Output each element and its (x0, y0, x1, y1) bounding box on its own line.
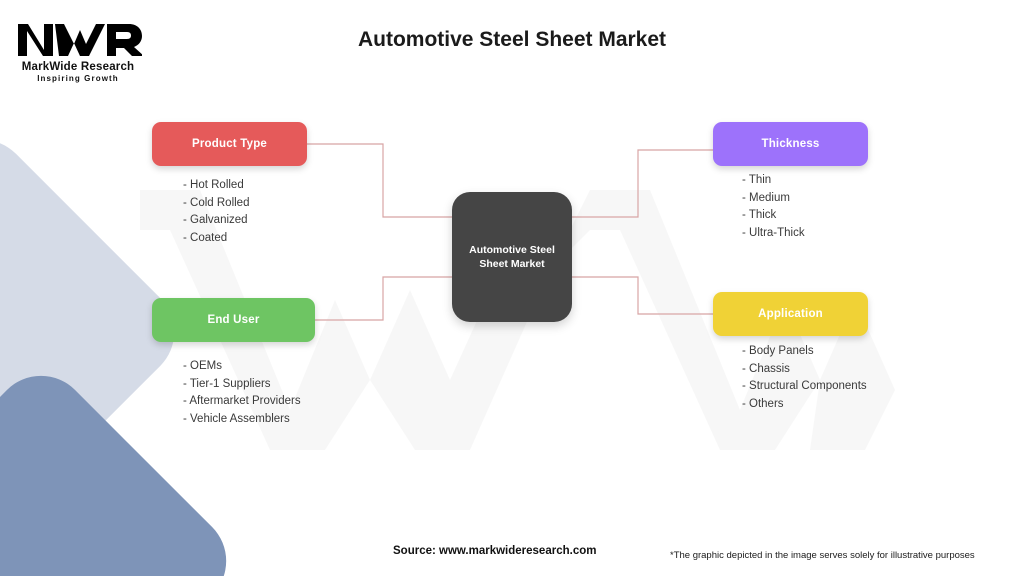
branch-items-end-user: - OEMs - Tier-1 Suppliers - Aftermarket … (183, 358, 301, 428)
branch-items-thickness: - Thin - Medium - Thick - Ultra-Thick (742, 172, 805, 242)
branch-pill-product-type[interactable]: Product Type (152, 122, 307, 166)
branch-label-application: Application (758, 308, 823, 320)
disclaimer-text: *The graphic depicted in the image serve… (670, 550, 975, 561)
list-item: - Chassis (742, 362, 790, 375)
brand-logo: MarkWide Research Inspiring Growth (14, 18, 142, 83)
mwr-monogram-icon (18, 24, 142, 56)
list-item: - Others (742, 397, 784, 410)
center-node-label: Automotive Steel Sheet Market (461, 243, 563, 271)
list-item: - Aftermarket Providers (183, 395, 301, 407)
list-item: - Tier-1 Suppliers (183, 377, 271, 390)
list-item: - Cold Rolled (183, 196, 250, 209)
list-item: - Ultra-Thick (742, 226, 805, 239)
list-item: - Thick (742, 209, 777, 221)
branch-items-product-type: - Hot Rolled - Cold Rolled - Galvanized … (183, 177, 249, 247)
list-item: - Medium (742, 191, 790, 204)
branch-label-end-user: End User (207, 314, 260, 326)
source-text: Source: www.markwideresearch.com (393, 545, 597, 557)
list-item: - Structural Components (742, 380, 867, 392)
list-item: - OEMs (183, 360, 222, 372)
logo-company-name: MarkWide Research (21, 61, 135, 73)
list-item: - Thin (742, 174, 772, 186)
branch-pill-thickness[interactable]: Thickness (713, 122, 868, 166)
center-node-line1: Automotive Steel (469, 243, 555, 256)
list-item: - Body Panels (742, 345, 814, 357)
list-item: - Galvanized (183, 214, 248, 226)
center-node-line2: Sheet Market (479, 258, 545, 270)
branch-items-application: - Body Panels - Chassis - Structural Com… (742, 343, 867, 413)
list-item: - Coated (183, 231, 228, 244)
branch-label-thickness: Thickness (761, 138, 820, 150)
logo-tagline: Inspiring Growth (37, 74, 119, 83)
list-item: - Hot Rolled (183, 179, 244, 191)
branch-pill-end-user[interactable]: End User (152, 298, 315, 342)
page-title: Automotive Steel Sheet Market (357, 28, 667, 51)
branch-pill-application[interactable]: Application (713, 292, 868, 336)
branch-label-product-type: Product Type (191, 138, 268, 150)
list-item: - Vehicle Assemblers (183, 412, 290, 425)
center-node: Automotive Steel Sheet Market (452, 192, 572, 322)
